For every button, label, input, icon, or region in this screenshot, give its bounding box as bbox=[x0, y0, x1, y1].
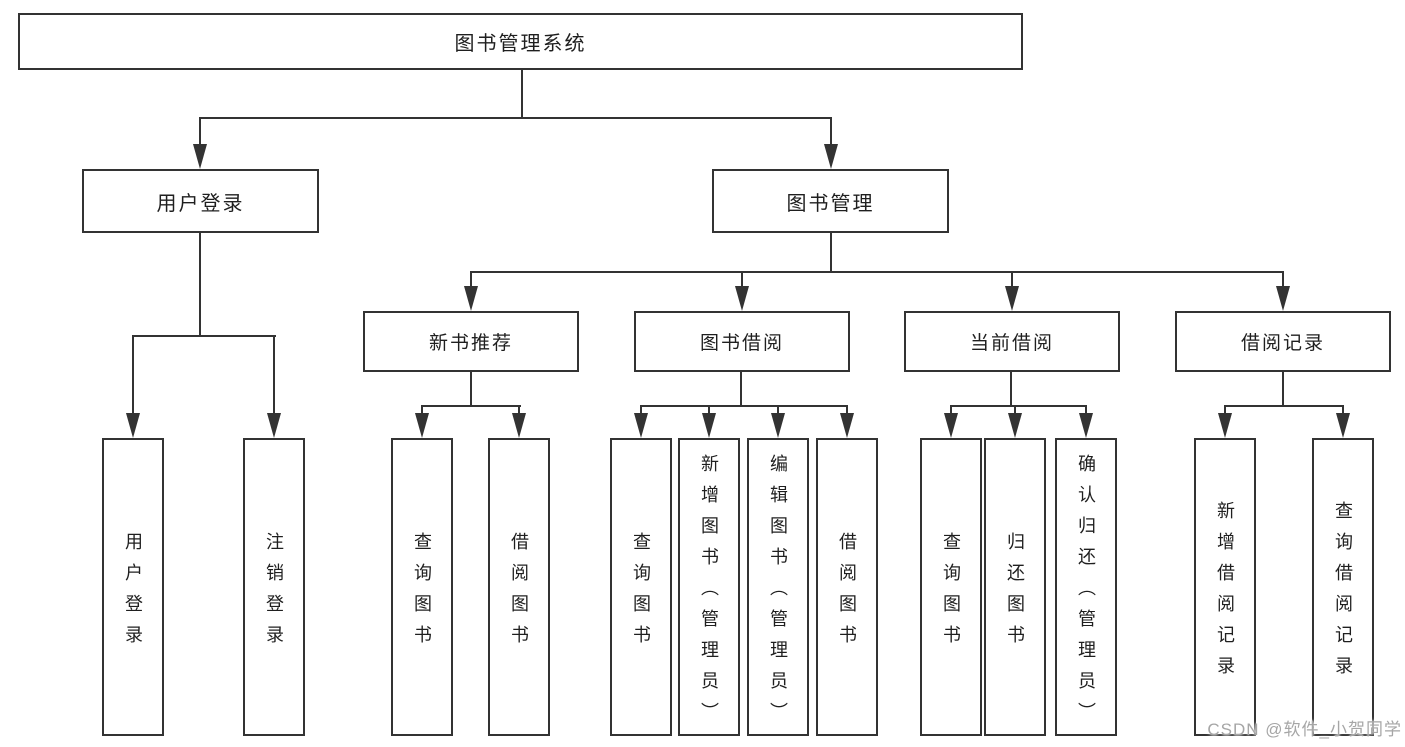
node-current-borrowing: 当前借阅 bbox=[904, 311, 1120, 372]
arrowhead-leaf-confirm-return-admin bbox=[1079, 413, 1093, 438]
arrowhead-leaf-user-login bbox=[126, 413, 140, 438]
leaf-query-borrow-record-label: 查询借阅记录 bbox=[1333, 500, 1353, 687]
connector-stem-leaf bbox=[777, 405, 779, 417]
connector-new-book-recommend-bar bbox=[421, 405, 521, 407]
leaf-confirm-return-admin: 确认归还（管理员） bbox=[1055, 438, 1117, 736]
arrowhead-leaf-query-borrow-record bbox=[1336, 413, 1350, 438]
leaf-add-borrow-record: 新增借阅记录 bbox=[1194, 438, 1256, 736]
leaf-logout-label: 注销登录 bbox=[264, 531, 284, 656]
arrowhead-leaf-return-book bbox=[1008, 413, 1022, 438]
arrowhead-current-borrowing bbox=[1005, 286, 1019, 311]
connector-borrowing-records-bar bbox=[1224, 405, 1344, 407]
arrowhead-leaf-borrow-book-recommend bbox=[512, 413, 526, 438]
arrowhead-leaf-add-book-admin bbox=[702, 413, 716, 438]
node-current-borrowing-label: 当前借阅 bbox=[969, 333, 1054, 354]
node-book-management: 图书管理 bbox=[712, 169, 949, 233]
connector-new-book-recommend-drop bbox=[470, 372, 472, 407]
leaf-user-login: 用户登录 bbox=[102, 438, 164, 736]
connector-stem-current-borrowing bbox=[1011, 271, 1013, 289]
node-user-login: 用户登录 bbox=[82, 169, 319, 233]
connector-stem-leaf bbox=[518, 405, 520, 417]
connector-stem-leaf bbox=[421, 405, 423, 417]
connector-borrowing-records-drop bbox=[1282, 372, 1284, 407]
leaf-add-book-admin: 新增图书（管理员） bbox=[678, 438, 740, 736]
connector-stem-leaf-user-login bbox=[132, 335, 134, 415]
connector-book-borrowing-bar bbox=[640, 405, 848, 407]
connector-book-borrowing-drop bbox=[740, 372, 742, 407]
connector-stem-leaf bbox=[1224, 405, 1226, 417]
leaf-borrow-book-recommend-label: 借阅图书 bbox=[509, 531, 529, 656]
connector-stem-new-book-recommend bbox=[470, 271, 472, 289]
arrowhead-book-borrowing bbox=[735, 286, 749, 311]
leaf-confirm-return-admin-label: 确认归还（管理员） bbox=[1076, 454, 1096, 733]
arrowhead-leaf-query-book-borrowing bbox=[634, 413, 648, 438]
arrowhead-user-login bbox=[193, 144, 207, 169]
connector-root-bar bbox=[199, 117, 832, 119]
leaf-query-book-recommend: 查询图书 bbox=[391, 438, 453, 736]
connector-book-management-drop bbox=[830, 233, 832, 273]
leaf-borrow-book-label: 借阅图书 bbox=[837, 531, 857, 656]
leaf-add-borrow-record-label: 新增借阅记录 bbox=[1215, 500, 1235, 687]
arrowhead-leaf-query-book-recommend bbox=[415, 413, 429, 438]
leaf-query-book-recommend-label: 查询图书 bbox=[412, 531, 432, 656]
connector-user-login-bar bbox=[132, 335, 276, 337]
node-new-book-recommend: 新书推荐 bbox=[363, 311, 579, 372]
connector-stem-leaf bbox=[950, 405, 952, 417]
arrowhead-leaf-add-borrow-record bbox=[1218, 413, 1232, 438]
leaf-edit-book-admin: 编辑图书（管理员） bbox=[747, 438, 809, 736]
leaf-return-book-label: 归还图书 bbox=[1005, 531, 1025, 656]
leaf-logout: 注销登录 bbox=[243, 438, 305, 736]
connector-stem-user-login bbox=[199, 117, 201, 147]
node-book-borrowing-label: 图书借阅 bbox=[699, 333, 784, 354]
leaf-query-book-current-label: 查询图书 bbox=[941, 531, 961, 656]
arrowhead-leaf-edit-book-admin bbox=[771, 413, 785, 438]
connector-stem-borrowing-records bbox=[1282, 271, 1284, 289]
connector-stem-book-borrowing bbox=[741, 271, 743, 289]
leaf-user-login-label: 用户登录 bbox=[123, 531, 143, 656]
arrowhead-book-management bbox=[824, 144, 838, 169]
leaf-query-borrow-record: 查询借阅记录 bbox=[1312, 438, 1374, 736]
connector-stem-leaf bbox=[708, 405, 710, 417]
node-new-book-recommend-label: 新书推荐 bbox=[428, 333, 513, 354]
connector-user-login-drop bbox=[199, 233, 201, 337]
leaf-query-book-borrowing-label: 查询图书 bbox=[631, 531, 651, 656]
connector-current-borrowing-drop bbox=[1010, 372, 1012, 407]
leaf-return-book: 归还图书 bbox=[984, 438, 1046, 736]
node-borrowing-records: 借阅记录 bbox=[1175, 311, 1391, 372]
connector-stem-leaf bbox=[1342, 405, 1344, 417]
node-book-borrowing: 图书借阅 bbox=[634, 311, 850, 372]
arrowhead-new-book-recommend bbox=[464, 286, 478, 311]
leaf-query-book-borrowing: 查询图书 bbox=[610, 438, 672, 736]
arrowhead-leaf-borrow-book bbox=[840, 413, 854, 438]
arrowhead-leaf-query-book-current bbox=[944, 413, 958, 438]
arrowhead-leaf-logout bbox=[267, 413, 281, 438]
connector-root-drop bbox=[521, 70, 523, 118]
node-root: 图书管理系统 bbox=[18, 13, 1023, 70]
leaf-query-book-current: 查询图书 bbox=[920, 438, 982, 736]
node-borrowing-records-label: 借阅记录 bbox=[1240, 333, 1325, 354]
leaf-borrow-book: 借阅图书 bbox=[816, 438, 878, 736]
connector-stem-leaf bbox=[1014, 405, 1016, 417]
node-root-label: 图书管理系统 bbox=[454, 33, 587, 55]
arrowhead-borrowing-records bbox=[1276, 286, 1290, 311]
node-book-management-label: 图书管理 bbox=[786, 192, 875, 215]
watermark: CSDN @软件_小贺同学 bbox=[1207, 720, 1402, 739]
connector-stem-leaf-logout bbox=[273, 335, 275, 415]
node-user-login-label: 用户登录 bbox=[156, 192, 245, 215]
connector-stem-book-management bbox=[830, 117, 832, 147]
connector-current-borrowing-bar bbox=[950, 405, 1087, 407]
leaf-edit-book-admin-label: 编辑图书（管理员） bbox=[768, 454, 788, 733]
connector-stem-leaf bbox=[1085, 405, 1087, 417]
connector-stem-leaf bbox=[640, 405, 642, 417]
leaf-add-book-admin-label: 新增图书（管理员） bbox=[699, 454, 719, 733]
leaf-borrow-book-recommend: 借阅图书 bbox=[488, 438, 550, 736]
connector-book-management-bar bbox=[470, 271, 1284, 273]
connector-stem-leaf bbox=[846, 405, 848, 417]
